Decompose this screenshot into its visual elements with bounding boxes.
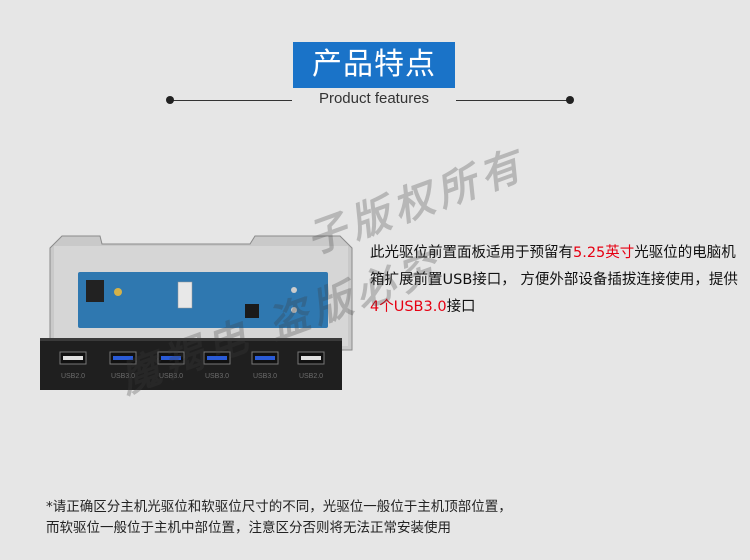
usb-port-5 [251,351,279,365]
note-line-1: *请正确区分主机光驱位和软驱位尺寸的不同，光驱位一般位于主机顶部位置， [46,499,512,515]
usb-port-1 [59,351,87,365]
description-text: 此光驱位前置面板适用于预留有 [370,245,573,261]
divider-dot-right [566,96,574,104]
divider-right [456,100,570,101]
usb-port-label: USB3.0 [253,373,277,380]
usb-port-label: USB2.0 [299,373,323,380]
description-text: 接口 [446,299,476,315]
usb-port-label: USB3.0 [111,373,135,380]
usb-port-label: USB3.0 [159,373,183,380]
usb-port-3 [157,351,185,365]
installation-note: *请正确区分主机光驱位和软驱位尺寸的不同，光驱位一般位于主机顶部位置， 而软驱位… [46,497,726,539]
divider-left [170,100,292,101]
section-subtitle: Product features [318,90,430,107]
section-title: 产品特点 [312,47,436,82]
description-highlight-ports: 4个USB3.0 [370,299,447,315]
usb-port-label: USB2.0 [61,373,85,380]
usb-port-4 [203,351,231,365]
section-title-badge: 产品特点 [293,42,455,88]
usb-port-2 [109,351,137,365]
front-bezel [40,338,342,390]
description-text: 光驱位的电脑机箱扩展前置USB接口， 方便外部设备插拔连接使用，提供 [370,245,738,288]
description-highlight-size: 5.25英寸 [573,245,635,261]
usb-port-label: USB3.0 [205,373,229,380]
usb-port-6 [297,351,325,365]
circuit-board [78,272,328,328]
product-image: USB2.0 USB3.0 USB3.0 USB3.0 USB3.0 USB2.… [40,235,353,390]
note-line-2: 而软驱位一般位于主机中部位置，注意区分否则将无法正常安装使用 [46,520,451,536]
product-description: 此光驱位前置面板适用于预留有5.25英寸光驱位的电脑机箱扩展前置USB接口， 方… [370,240,742,321]
divider-dot-left [166,96,174,104]
